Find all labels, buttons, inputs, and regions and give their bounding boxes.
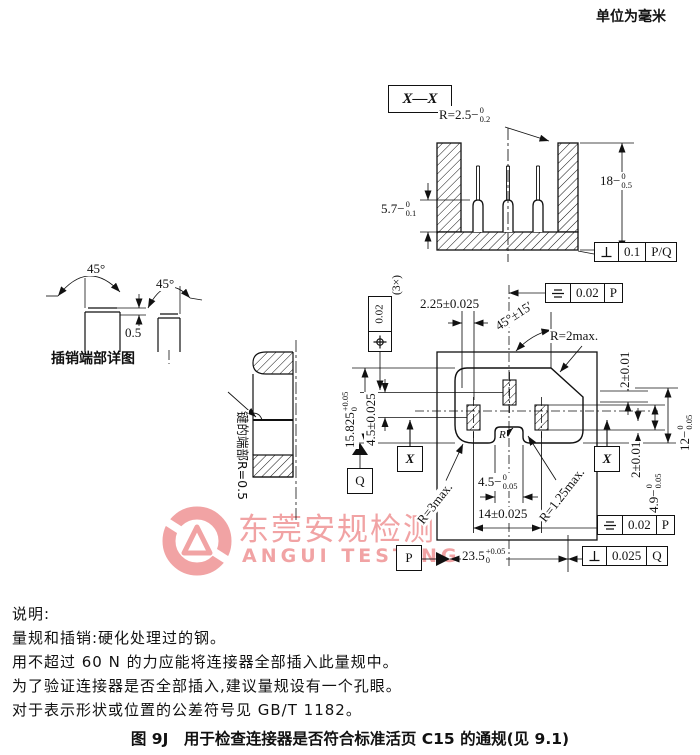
dim-23-5-upper: +0.05 — [485, 546, 506, 556]
tolerance-frame-perpendicularity-pq: 0.1 P/Q — [594, 242, 678, 262]
dim-2-bottom: 2±0.01 — [628, 440, 644, 479]
radius-2max-label: R=2max. — [549, 328, 600, 344]
dim-14: 14±0.025 — [477, 506, 529, 522]
notes-title: 说明: — [12, 605, 51, 623]
note-line-2: 用不超过 60 N 的力应能将连接器全部插入此量规中。 — [12, 653, 399, 671]
tolerance-value: 0.1 — [619, 243, 647, 261]
tolerance-value: 0.02 — [374, 304, 386, 324]
dim-5-7-value: 5.7− — [381, 200, 405, 216]
tolerance-frame-symmetry-p-bottom: 0.02 P — [597, 515, 675, 535]
symmetry-icon — [598, 516, 623, 534]
dim-4-5-left: 4.5±0.025 — [363, 392, 379, 447]
tolerance-datum: P/Q — [651, 244, 672, 259]
dim-r2-5-value: R=2.5− — [439, 106, 479, 122]
section-view-x-x — [436, 142, 579, 251]
tolerance-frame-symmetry-p-top: 0.02 P — [545, 283, 623, 303]
tolerance-value: 0.02 — [623, 516, 657, 534]
tolerance-datum: P — [609, 285, 617, 300]
tolerance-value: 0.02 — [571, 284, 605, 302]
section-marker-x-left: X — [397, 446, 423, 472]
perpendicularity-icon — [583, 547, 607, 565]
datum-p-label: P — [396, 545, 422, 571]
section-marker-x-right: X — [594, 446, 620, 472]
dim-18-lower: 0.5 — [621, 179, 632, 190]
dim-23-5-value: 23.5 — [462, 547, 485, 563]
three-x-label: (3×) — [391, 274, 404, 296]
watermark-logo-icon — [161, 506, 233, 576]
dim-15-825-value: 15.825 — [341, 412, 357, 448]
figure-caption: 图 9J 用于检查连接器是否符合标准活页 C15 的通规(见 9.1) — [130, 730, 570, 748]
key-section-view — [227, 340, 297, 520]
dim-4-5-bottom-lower: 0.05 — [502, 480, 518, 491]
dim-0-5: 0.5 — [124, 325, 143, 341]
pin-detail-caption: 插销端部详图 — [50, 351, 136, 368]
dim-5-7-lower: 0.1 — [405, 207, 417, 218]
dim-4-5-bottom-value: 4.5− — [478, 473, 502, 489]
datum-q-label: Q — [347, 468, 373, 494]
notes: 说明: 量规和插销:硬化处理过的钢。 用不超过 60 N 的力应能将连接器全部插… — [12, 602, 402, 722]
dim-18-value: 18− — [600, 172, 621, 188]
tolerance-datum: P — [661, 517, 669, 532]
watermark-chinese-text: 东莞安规检测 — [238, 512, 436, 548]
tolerance-datum: Q — [652, 548, 662, 563]
dim-5-7-upper: 0 — [405, 199, 410, 209]
tolerance-frame-perpendicularity-q: 0.025 Q — [582, 546, 668, 566]
dim-12-value: 12− — [676, 430, 692, 451]
drawing-linework — [46, 126, 678, 572]
dim-r2-5-upper: 0 — [479, 105, 484, 115]
symmetry-icon — [546, 284, 571, 302]
tolerance-frame-position-3x: 0.02 — [368, 296, 392, 352]
radius-r-label: R — [498, 429, 507, 442]
dim-2-top: 2±0.01 — [617, 350, 633, 389]
dim-4-5-bottom-upper: 0 — [502, 472, 507, 482]
dim-4-9-lower: 0.05 — [652, 473, 663, 489]
dim-r2-5-lower: 0.2 — [479, 113, 491, 124]
angle-45-right: 45° — [155, 276, 176, 292]
tolerance-value: 0.025 — [607, 547, 648, 565]
dim-12-lower: 0.05 — [683, 414, 694, 430]
angle-45-left: 45° — [86, 261, 107, 277]
dim-23-5-lower: 0 — [485, 554, 490, 565]
position-icon — [369, 332, 391, 351]
key-end-label: 键的端部R=0.5 — [235, 410, 250, 502]
dim-4-9-value: 4.9− — [645, 489, 661, 513]
note-line-3: 为了验证连接器是否全部插入,建议量规设有一个孔眼。 — [12, 677, 402, 695]
dim-2-25: 2.25±0.025 — [419, 296, 481, 312]
note-line-4: 对于表示形状或位置的公差符号见 GB/T 1182。 — [12, 701, 362, 719]
perpendicularity-icon — [595, 243, 619, 261]
note-line-1: 量规和插销:硬化处理过的钢。 — [12, 629, 227, 647]
watermark: 东莞安规检测 ANGUI TESTING — [150, 498, 480, 590]
unit-note: 单位为毫米 — [596, 9, 666, 25]
position-tolerance-value-cell: 0.02 — [369, 297, 391, 332]
dim-15-825-lower: 0 — [348, 407, 359, 412]
